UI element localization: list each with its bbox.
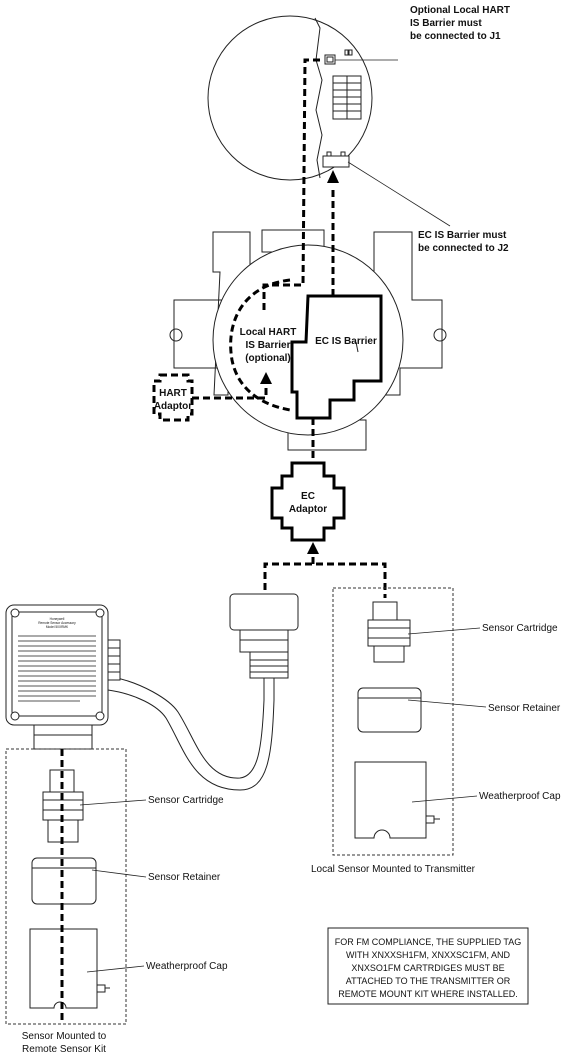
optional-hart-callout-line2: IS Barrier must <box>410 18 482 29</box>
remote-sensor-caption-line1: Sensor Mounted to <box>22 1031 107 1042</box>
remote-sensor-retainer-label: Sensor Retainer <box>148 872 221 883</box>
pcb-break-line <box>314 17 323 179</box>
arrow-ec-adaptor <box>307 542 319 554</box>
local-sensor-caption: Local Sensor Mounted to Transmitter <box>311 864 476 875</box>
ec-is-barrier-label: EC IS Barrier <box>315 336 377 347</box>
local-sensor-cartridge-label: Sensor Cartridge <box>482 623 558 634</box>
wire-hart-adaptor <box>192 388 268 400</box>
wiring-dashed <box>56 58 387 1020</box>
optional-hart-callout-line3: be connected to J1 <box>410 31 501 42</box>
remote-weatherproof-cap <box>29 928 110 1009</box>
local-sensor-retainer <box>357 687 422 733</box>
junction-box-gland <box>107 639 121 681</box>
fm-note-line4: ATTACHED TO THE TRANSMITTER OR <box>346 976 511 986</box>
local-hart-label-line1: Local HART <box>240 327 297 338</box>
j1-connector <box>324 54 336 65</box>
callout-leader-j2 <box>347 161 451 227</box>
arrow-j2 <box>327 170 339 183</box>
tag-fine-print <box>18 635 96 702</box>
remote-cable-assembly <box>107 593 299 791</box>
remote-weatherproof-cap-label: Weatherproof Cap <box>146 961 228 972</box>
remote-sensor-group <box>5 748 147 1025</box>
remote-cable-head <box>229 593 299 631</box>
junction-box-collar <box>33 724 93 750</box>
remote-tag-line1: Honeywell <box>50 617 65 621</box>
remote-cable-gland <box>249 651 289 679</box>
local-sensor-cartridge <box>367 601 411 663</box>
remote-tag-line2: Remote Sensor Accessory <box>38 621 76 625</box>
local-hart-label-line2: IS Barrier <box>245 340 290 351</box>
transmitter-housing <box>169 229 447 451</box>
ec-is-callout-line2: be connected to J2 <box>418 243 509 254</box>
fm-note-line3: XNXSO1FM CARTRDIGES MUST BE <box>351 963 504 973</box>
ec-adaptor-label-line2: Adaptor <box>289 504 327 515</box>
j2-connector <box>322 151 350 168</box>
wire-sensor-bus <box>263 562 387 598</box>
remote-junction-box <box>5 604 121 750</box>
local-sensor-group <box>332 587 487 856</box>
fm-note-line1: FOR FM COMPLIANCE, THE SUPPLIED TAG <box>335 937 522 947</box>
local-weatherproof-cap-label: Weatherproof Cap <box>479 791 561 802</box>
arrow-local-hart <box>260 372 272 384</box>
hart-adaptor-label-line1: HART <box>159 388 187 399</box>
junction-box-tag <box>11 611 103 717</box>
fm-note-box <box>327 927 529 1005</box>
fm-note-line5: REMOTE MOUNT KIT WHERE INSTALLED. <box>338 989 518 999</box>
local-sensor-retainer-label: Sensor Retainer <box>488 703 561 714</box>
fm-note-line2: WITH XNXXSH1FM, XNXXSC1FM, AND <box>346 950 511 960</box>
ec-is-callout-line1: EC IS Barrier must <box>418 230 507 241</box>
left-flange <box>173 231 251 396</box>
hart-adaptor <box>152 373 194 422</box>
hart-adaptor-label-line2: Adaptor <box>154 401 192 412</box>
pcb-component <box>348 49 353 56</box>
remote-sensor-frame <box>5 748 127 1025</box>
pcb-component <box>344 49 349 56</box>
local-weatherproof-cap <box>354 761 440 839</box>
remote-sensor-retainer <box>31 857 97 905</box>
remote-sensor-caption-line2: Remote Sensor Kit <box>22 1044 106 1055</box>
wire-hart-to-j1 <box>262 58 320 310</box>
local-hart-compartment <box>229 278 291 412</box>
j1-pin <box>326 56 334 63</box>
hart-adaptor-outline <box>152 373 194 422</box>
flange-hole <box>433 328 447 342</box>
terminal-block <box>332 75 362 120</box>
local-sensor-frame <box>332 587 454 856</box>
optional-hart-callout-line1: Optional Local HART <box>410 5 510 16</box>
ec-adaptor-label-line1: EC <box>301 491 315 502</box>
ec-adaptor <box>270 461 346 542</box>
flange-hole <box>169 328 183 342</box>
ec-adaptor-outline <box>270 461 346 542</box>
remote-tag-line3: Model 50XRMK <box>46 625 69 629</box>
ec-is-barrier-outline <box>290 294 383 420</box>
pcb-detail <box>207 15 373 181</box>
remote-sensor-cartridge-label: Sensor Cartridge <box>148 795 224 806</box>
local-hart-label-line3: (optional) <box>245 353 291 364</box>
